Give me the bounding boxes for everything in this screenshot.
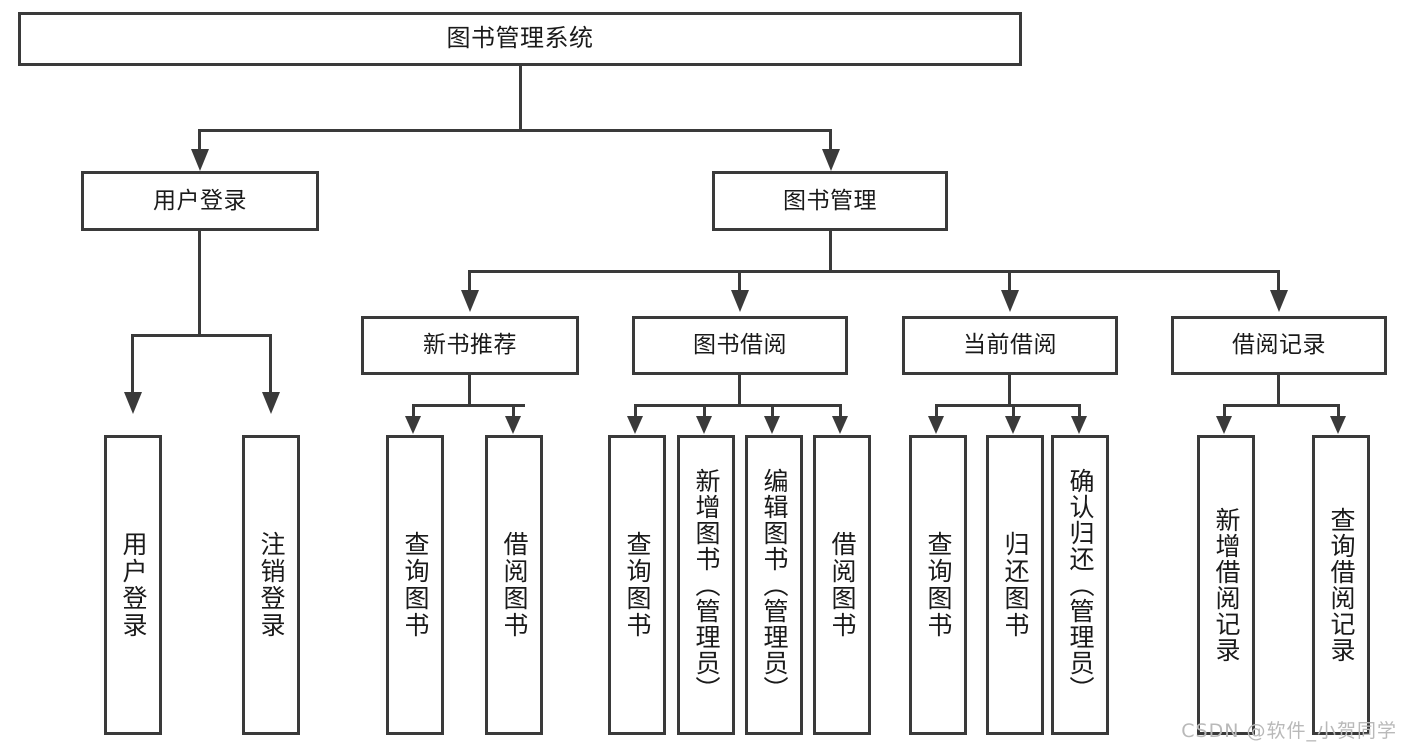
leaf-borrow-borrow-book[interactable]: 借阅图书 <box>813 435 871 735</box>
connector-bb-drop-1 <box>634 404 637 418</box>
arrowhead-current-borrow <box>1001 290 1019 312</box>
arrowhead-user-login <box>191 149 209 171</box>
node-label: 新增图书（管理员） <box>692 468 721 702</box>
connector-user-login-right-drop <box>269 334 272 396</box>
connector-nbr-right-drop <box>512 404 515 418</box>
node-label: 查询图书 <box>924 531 953 639</box>
leaf-borrow-query-book[interactable]: 查询图书 <box>608 435 666 735</box>
arrowhead-bb-edit <box>764 416 780 434</box>
node-label: 注销登录 <box>257 531 286 639</box>
arrowhead-nbr-query <box>405 416 421 434</box>
node-label: 查询图书 <box>401 531 430 639</box>
leaf-current-confirm-return-admin[interactable]: 确认归还（管理员） <box>1051 435 1109 735</box>
arrowhead-cb-confirm <box>1071 416 1087 434</box>
leaf-current-query-book[interactable]: 查询图书 <box>909 435 967 735</box>
node-label: 查询图书 <box>623 531 652 639</box>
arrowhead-br-query <box>1330 416 1346 434</box>
leaf-record-add-borrow-record[interactable]: 新增借阅记录 <box>1197 435 1255 735</box>
connector-nbr-stem <box>468 375 471 407</box>
node-label: 图书借阅 <box>693 332 787 359</box>
node-book-borrow[interactable]: 图书借阅 <box>632 316 848 375</box>
arrowhead-book-borrow <box>731 290 749 312</box>
connector-root-stem <box>519 66 522 131</box>
leaf-recommend-borrow-book[interactable]: 借阅图书 <box>485 435 543 735</box>
arrowhead-new-book-rec <box>461 290 479 312</box>
connector-book-manage-stem <box>829 231 832 273</box>
node-label: 新增借阅记录 <box>1212 507 1241 663</box>
arrowhead-nbr-borrow <box>505 416 521 434</box>
connector-bm-to-borrow-record <box>1277 270 1280 292</box>
node-borrow-record[interactable]: 借阅记录 <box>1171 316 1387 375</box>
node-label: 归还图书 <box>1001 531 1030 639</box>
arrowhead-leaf-user-login <box>124 392 142 414</box>
node-label: 用户登录 <box>119 531 148 639</box>
node-user-login[interactable]: 用户登录 <box>81 171 319 231</box>
connector-bb-drop-2 <box>703 404 706 418</box>
arrowhead-bb-add <box>696 416 712 434</box>
connector-bb-drop-3 <box>771 404 774 418</box>
connector-bb-bus <box>634 404 841 407</box>
connector-cb-drop-1 <box>935 404 938 418</box>
node-current-borrow[interactable]: 当前借阅 <box>902 316 1118 375</box>
connector-bb-drop-4 <box>839 404 842 418</box>
connector-bm-to-book-borrow <box>738 270 741 292</box>
node-book-management-system[interactable]: 图书管理系统 <box>18 12 1022 66</box>
connector-br-left-drop <box>1223 404 1226 418</box>
connector-cb-stem <box>1008 375 1011 407</box>
leaf-user-login[interactable]: 用户登录 <box>104 435 162 735</box>
connector-bm-to-new-book-rec <box>468 270 471 292</box>
connector-br-stem <box>1277 375 1280 407</box>
node-label: 查询借阅记录 <box>1327 507 1356 663</box>
connector-nbr-left-drop <box>412 404 415 418</box>
node-label: 用户登录 <box>153 187 247 214</box>
node-label: 借阅图书 <box>828 531 857 639</box>
node-book-management[interactable]: 图书管理 <box>712 171 948 231</box>
arrowhead-leaf-user-logout <box>262 392 280 414</box>
connector-bb-stem <box>738 375 741 407</box>
node-label: 图书管理 <box>783 187 877 214</box>
arrowhead-cb-query <box>928 416 944 434</box>
node-new-book-recommend[interactable]: 新书推荐 <box>361 316 579 375</box>
connector-nbr-bus <box>412 404 525 407</box>
arrowhead-cb-return <box>1005 416 1021 434</box>
arrowhead-br-add <box>1216 416 1232 434</box>
connector-br-right-drop <box>1337 404 1340 418</box>
connector-bm-to-current-borrow <box>1008 270 1011 292</box>
connector-cb-drop-3 <box>1078 404 1081 418</box>
connector-cb-bus <box>935 404 1081 407</box>
node-label: 当前借阅 <box>963 332 1057 359</box>
connector-br-bus <box>1223 404 1340 407</box>
leaf-record-query-borrow-record[interactable]: 查询借阅记录 <box>1312 435 1370 735</box>
connector-user-login-bus <box>131 334 270 337</box>
connector-user-login-stem <box>198 231 201 336</box>
leaf-recommend-query-book[interactable]: 查询图书 <box>386 435 444 735</box>
arrowhead-bb-query <box>627 416 643 434</box>
arrowhead-book-manage <box>822 149 840 171</box>
node-label: 图书管理系统 <box>446 24 594 53</box>
leaf-borrow-edit-book-admin[interactable]: 编辑图书（管理员） <box>745 435 803 735</box>
leaf-borrow-add-book-admin[interactable]: 新增图书（管理员） <box>677 435 735 735</box>
node-label: 借阅记录 <box>1232 332 1326 359</box>
node-label: 编辑图书（管理员） <box>760 468 789 702</box>
connector-root-bus <box>198 129 832 132</box>
arrowhead-borrow-record <box>1270 290 1288 312</box>
leaf-current-return-book[interactable]: 归还图书 <box>986 435 1044 735</box>
node-label: 新书推荐 <box>423 332 517 359</box>
connector-book-manage-bus <box>468 270 1277 273</box>
csdn-watermark: CSDN @软件_小贺同学 <box>1181 720 1397 742</box>
arrowhead-bb-borrow <box>832 416 848 434</box>
leaf-user-logout[interactable]: 注销登录 <box>242 435 300 735</box>
connector-root-to-book-manage <box>829 129 832 153</box>
node-label: 确认归还（管理员） <box>1066 468 1095 702</box>
node-label: 借阅图书 <box>500 531 529 639</box>
connector-cb-drop-2 <box>1012 404 1015 418</box>
connector-user-login-left-drop <box>131 334 134 396</box>
connector-root-to-user-login <box>198 129 201 153</box>
